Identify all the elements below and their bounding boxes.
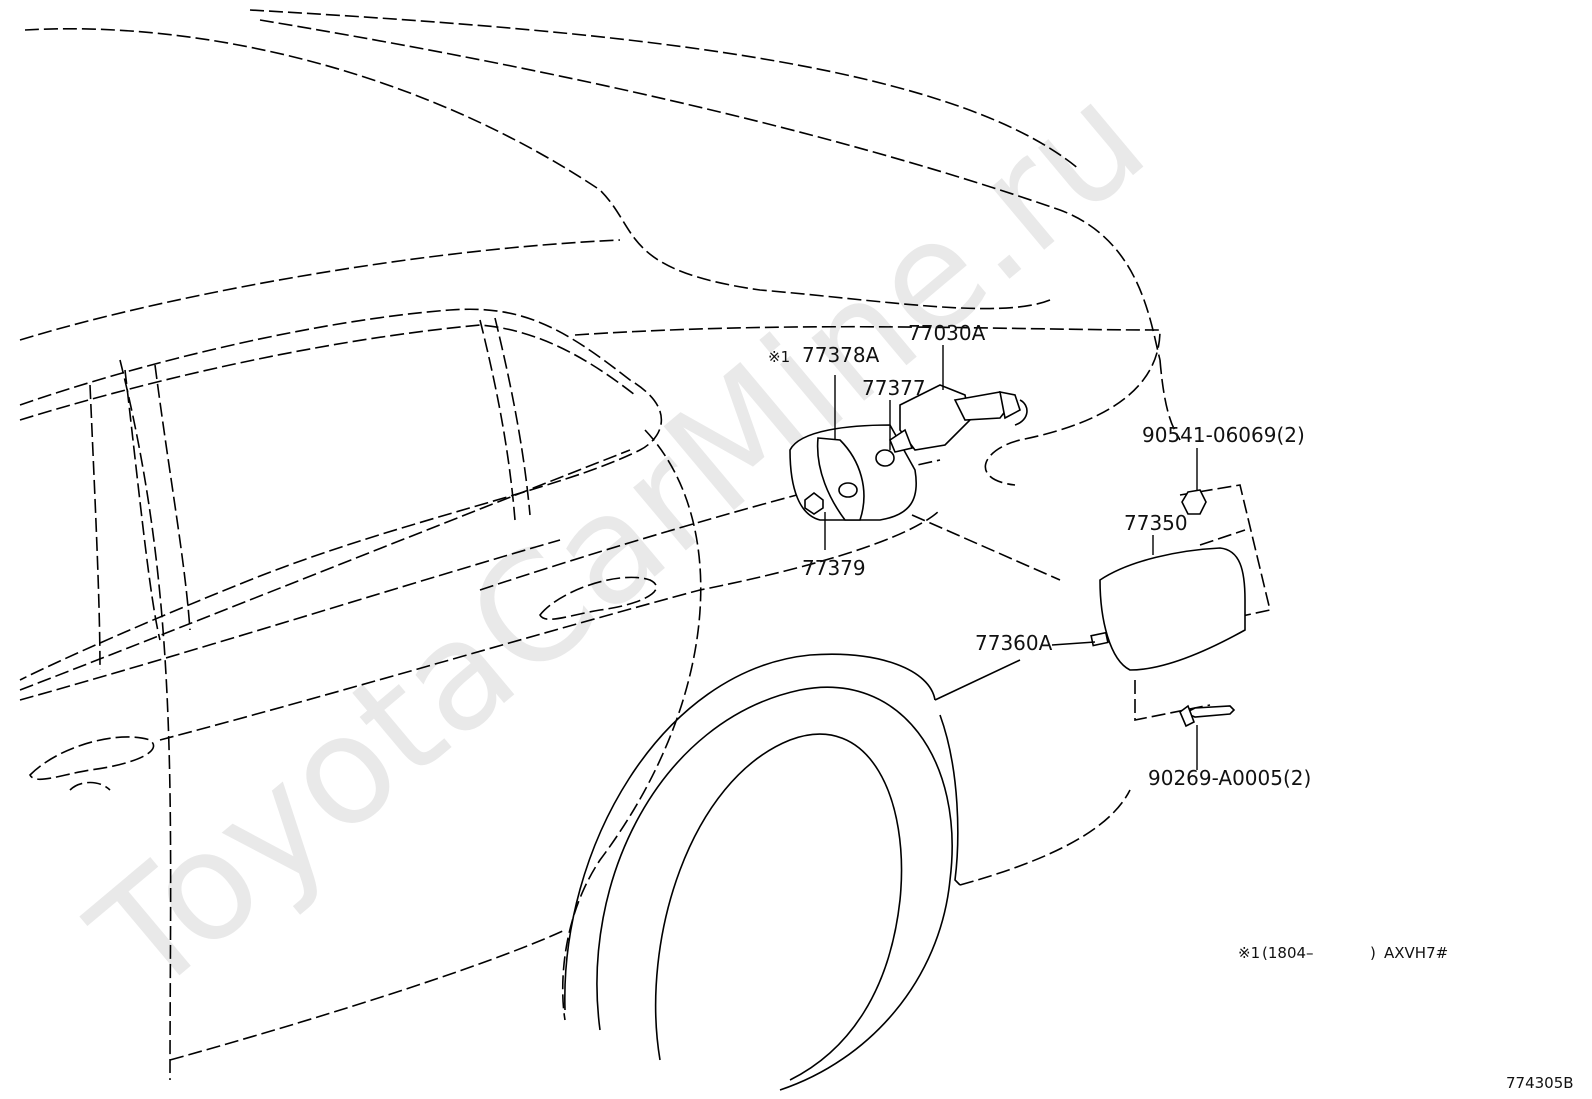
footnote: ※1 (1804– ) AXVH7#	[1238, 944, 1448, 962]
nut-90541-06069	[1181, 489, 1207, 515]
footnote-model: AXVH7#	[1384, 944, 1448, 962]
label-77378A[interactable]: 77378A	[802, 343, 880, 367]
label-77377[interactable]: 77377	[862, 376, 926, 400]
diagram-code: 774305B	[1506, 1074, 1574, 1092]
grommet-77379	[804, 491, 824, 515]
footnote-range-close: )	[1370, 944, 1376, 962]
footnote-range-open: (1804–	[1262, 944, 1314, 962]
label-77350[interactable]: 77350	[1124, 511, 1188, 535]
label-77030A[interactable]: 77030A	[908, 321, 986, 345]
watermark: ToyotaCarMine.ru	[61, 52, 1177, 1028]
footnote-mark: ※1	[1238, 944, 1260, 962]
leader-lines	[824, 345, 1198, 770]
label-90269-A0005[interactable]: 90269-A0005(2)	[1148, 766, 1311, 790]
car-body-outline	[19, 9, 1271, 1091]
fuel-door-housing-77378A	[789, 424, 917, 521]
bumper-77360A	[1090, 631, 1109, 647]
fuel-filler-door-77350	[1099, 547, 1246, 671]
label-77360A[interactable]: 77360A	[975, 631, 1053, 655]
lock-actuator-77030A	[889, 384, 1028, 453]
clip-90269-A0005	[1179, 704, 1236, 728]
label-77379[interactable]: 77379	[802, 556, 866, 580]
label-90541-06069[interactable]: 90541-06069(2)	[1142, 423, 1305, 447]
cushion-77377	[875, 449, 895, 467]
label-77378A-mark: ※1	[768, 348, 790, 366]
